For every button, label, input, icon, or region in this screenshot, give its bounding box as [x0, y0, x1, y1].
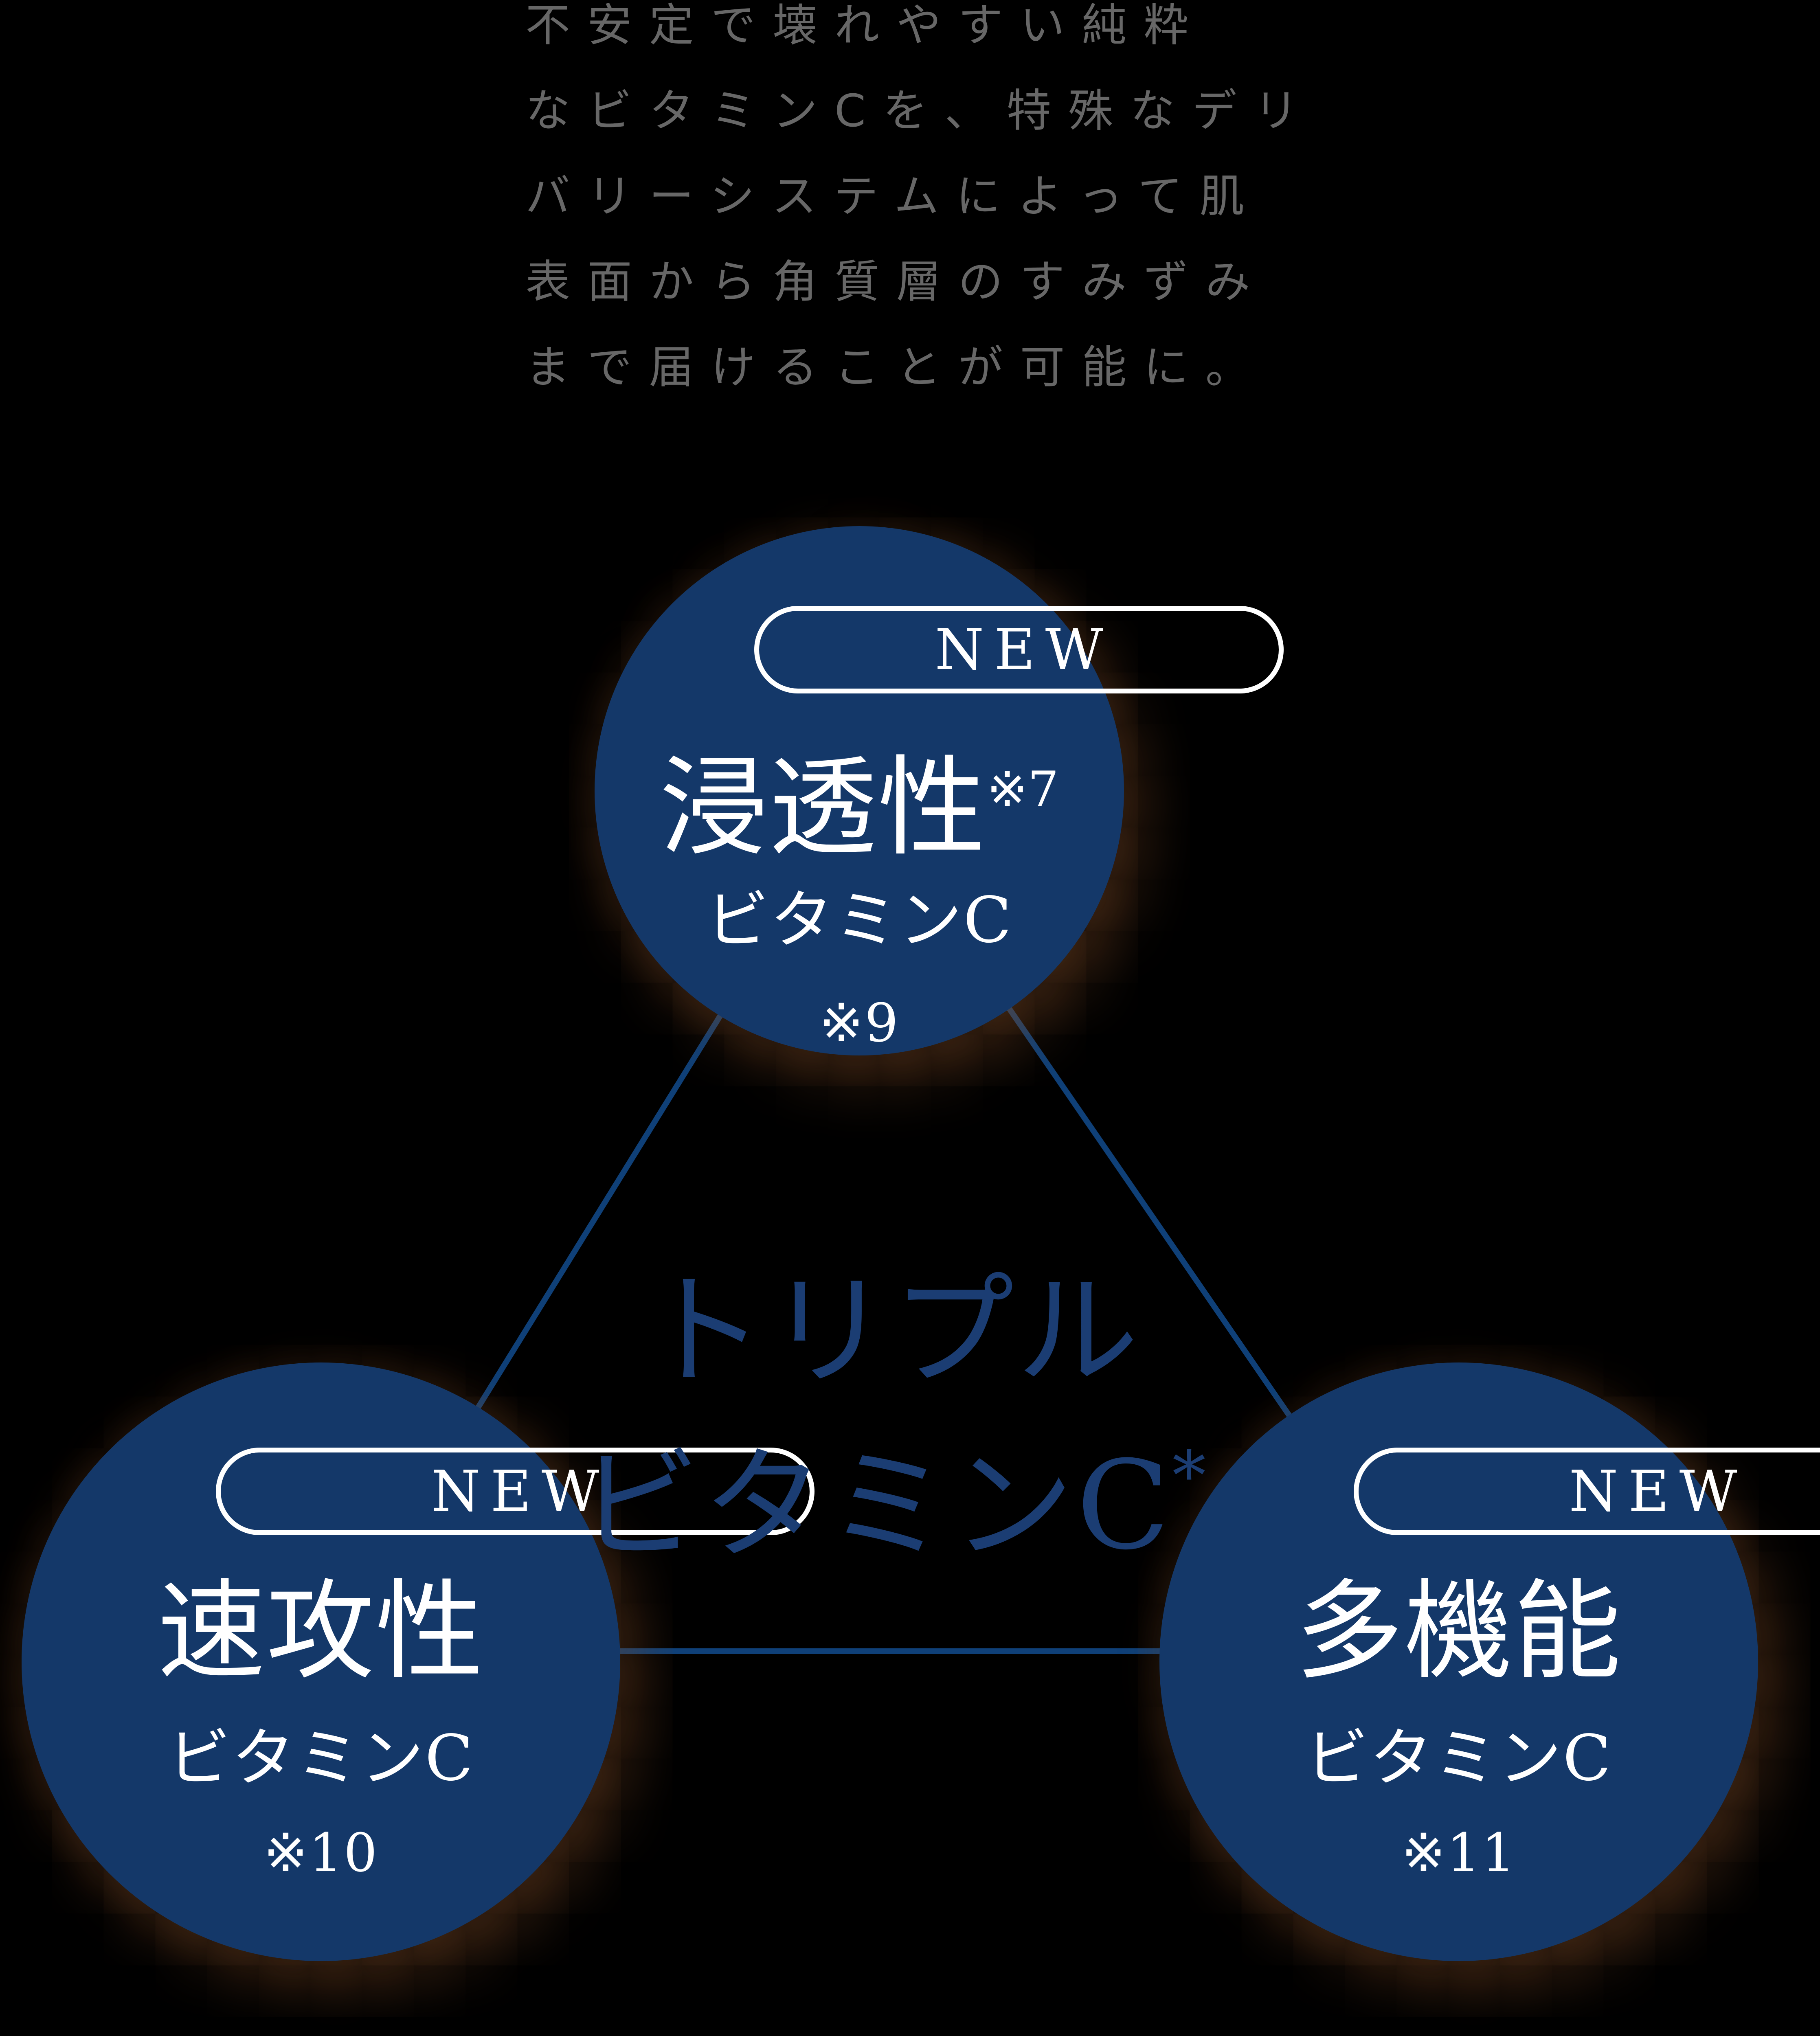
asterisk-mark: *	[1172, 1437, 1206, 1515]
center-label-line2: ビタミンC*	[485, 1404, 1299, 1578]
paragraph-line: なビタミンCを、特殊なデリ	[525, 85, 1316, 137]
new-badge: NEW	[754, 606, 1284, 693]
circle-subtitle: ビタミンC	[705, 883, 1013, 957]
paragraph-line: まで届けることが可能に。	[525, 341, 1267, 393]
circle-title: 多機能	[1295, 1569, 1622, 1694]
title-footnote-mark: ※7	[987, 761, 1059, 818]
bottom-left-paragraph: 酵素分解を必要としないビタミンCで、肌に浸透※7すると瞬時に作用するうえ、壊れに…	[12, 2030, 754, 2036]
new-badge-label: NEW	[431, 1459, 610, 1524]
new-badge-label: NEW	[935, 617, 1113, 682]
circle-subtitle: ビタミンC	[167, 1721, 475, 1795]
circle-subtitle: ビタミンC	[1305, 1721, 1613, 1795]
new-badge: NEW	[1354, 1448, 1820, 1535]
bottom-right-paragraph: 毛穴やキメの乱れなどさまざまな肌トラブルに効果を発揮するビタミンC。	[1051, 2030, 1793, 2036]
new-badge-label: NEW	[1569, 1459, 1748, 1524]
paragraph-line: 毛穴やキメの乱れなどさ	[1051, 2030, 1793, 2036]
center-label-line1: トリプル	[643, 1260, 1141, 1402]
center-label-line2-text: ビタミンC	[577, 1435, 1172, 1577]
circle-footnote: ※11	[1401, 1822, 1517, 1884]
center-label-triple-vitamin-c: トリプル ビタミンC*	[485, 1259, 1299, 1578]
circle-title-text: 浸透性	[660, 745, 987, 871]
circle-footnote: ※10	[263, 1822, 379, 1884]
paragraph-line: 酵素分解を必要としないビ	[12, 2030, 754, 2036]
paragraph-line: 不安定で壊れやすい純粋	[525, 0, 1205, 51]
circle-multifunctional-vitamin-c: NEW 多機能 ビタミンC ※11	[1159, 1362, 1820, 1961]
top-paragraph: 不安定で壊れやすい純粋なビタミンCを、特殊なデリバリーシステムによって肌表面から…	[525, 0, 1315, 410]
circle-title: 速攻性	[157, 1569, 485, 1694]
circle-title: 浸透性※7	[595, 735, 1124, 863]
circle-fast-acting-vitamin-c: NEW 速攻性 ビタミンC ※10	[22, 1362, 814, 1961]
paragraph-line: バリーシステムによって肌	[525, 170, 1262, 222]
circle-penetrating-vitamin-c: NEW 浸透性※7 ビタミンC ※9	[595, 526, 1284, 1055]
circle-footnote: ※9	[819, 992, 900, 1054]
paragraph-line: 表面から角質層のすみずみ	[525, 256, 1267, 308]
